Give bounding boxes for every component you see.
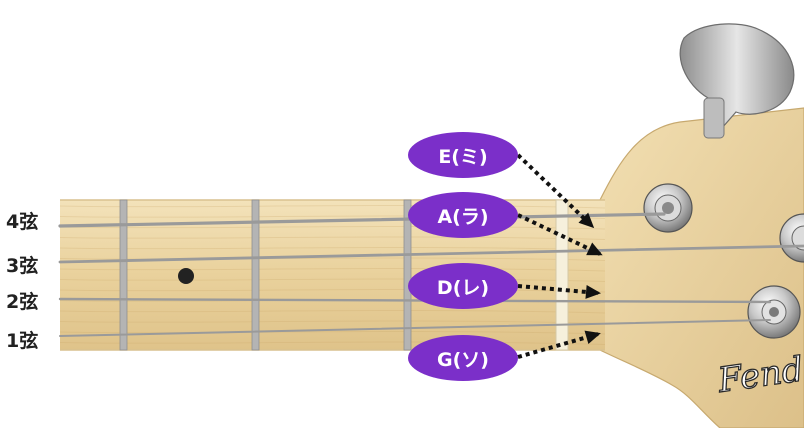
string-3 — [58, 244, 804, 264]
strings — [58, 212, 804, 337]
string-label-4: 4弦 — [6, 211, 39, 233]
note-bubble-d: D(レ) — [408, 263, 518, 309]
string-label-2: 2弦 — [6, 291, 39, 313]
arrow-g — [517, 330, 601, 359]
string-4 — [58, 212, 666, 228]
tuning-key-shaft — [703, 97, 725, 139]
string-2 — [58, 297, 772, 304]
string-label-1: 1弦 — [6, 330, 39, 352]
fret-position-marker — [178, 268, 194, 284]
arrow-a — [517, 213, 603, 256]
fret-1 — [119, 199, 128, 351]
fret-2 — [251, 199, 260, 351]
string-tree — [747, 285, 801, 339]
note-arrows — [516, 153, 603, 359]
headstock — [599, 107, 804, 428]
note-bubble-a: A(ラ) — [408, 192, 518, 238]
tuning-key-top — [679, 23, 795, 129]
tuner-post-3 — [779, 213, 804, 263]
note-bubble-g: G(ソ) — [408, 335, 518, 381]
arrow-e — [516, 153, 595, 229]
string-1 — [59, 319, 771, 337]
note-bubble-e: E(ミ) — [408, 132, 518, 178]
string-label-3: 3弦 — [6, 255, 39, 277]
nut — [555, 199, 569, 351]
tuner-post-4 — [643, 183, 693, 233]
arrow-d — [517, 284, 601, 299]
frets — [119, 199, 412, 351]
fret-3 — [403, 199, 412, 351]
fretboard — [60, 200, 605, 350]
